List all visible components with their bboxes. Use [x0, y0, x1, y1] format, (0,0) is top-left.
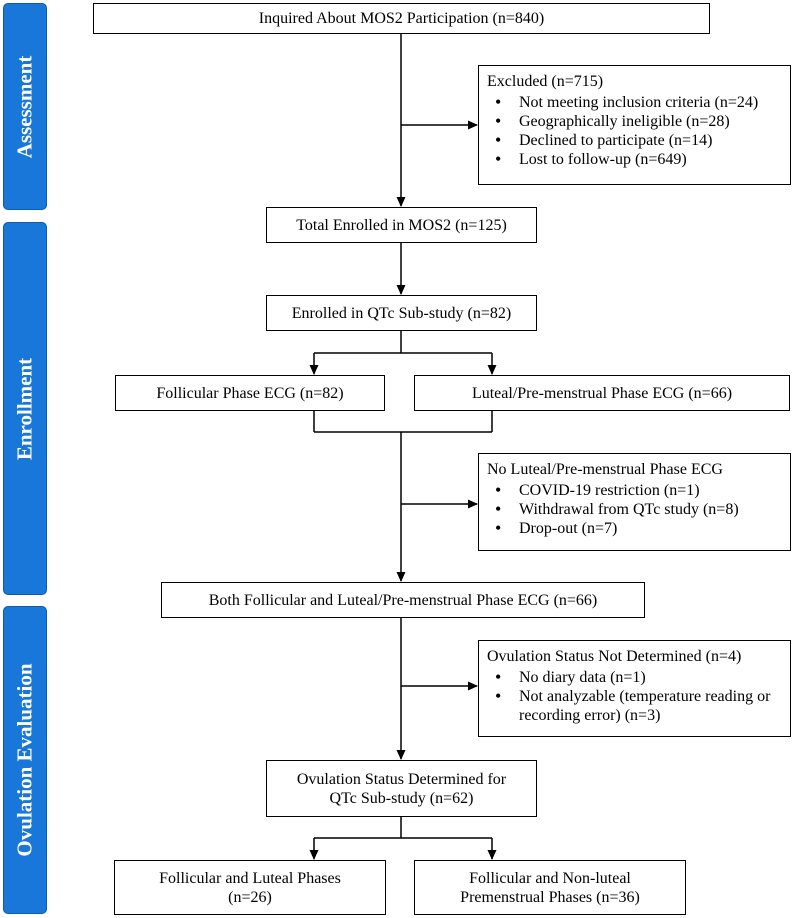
determined-line2: QTc Sub-study (n=62)	[329, 789, 474, 807]
determined-line1: Ovulation Status Determined for	[296, 770, 507, 788]
luteal-ecg-text: Luteal/Pre-menstrual Phase ECG (n=66)	[471, 384, 733, 402]
excluded-box: Excluded (n=715) Not meeting inclusion c…	[478, 65, 791, 185]
inquired-box: Inquired About MOS2 Participation (n=840…	[93, 3, 710, 34]
non-luteal-line2: Premenstrual Phases (n=36)	[460, 888, 640, 906]
no-luteal-box: No Luteal/Pre-menstrual Phase ECG COVID-…	[478, 453, 791, 551]
follicular-ecg-text: Follicular Phase ECG (n=82)	[156, 384, 344, 402]
excluded-list: Not meeting inclusion criteria (n=24) Ge…	[487, 93, 782, 169]
follicular-luteal-box: Follicular and Luteal Phases (n=26)	[114, 860, 386, 915]
list-item: Lost to follow-up (n=649)	[487, 150, 782, 169]
list-item: Geographically ineligible (n=28)	[487, 112, 782, 131]
not-determined-box: Ovulation Status Not Determined (n=4) No…	[478, 640, 791, 737]
inquired-text: Inquired About MOS2 Participation (n=840…	[258, 10, 545, 27]
phase-enrollment: Enrollment	[3, 222, 47, 595]
not-determined-title: Ovulation Status Not Determined (n=4)	[487, 648, 742, 665]
follicular-luteal-line2: (n=26)	[228, 888, 272, 906]
list-item: No diary data (n=1)	[487, 668, 782, 687]
list-item: Drop-out (n=7)	[487, 519, 782, 538]
qtc-enrolled-text: Enrolled in QTc Sub-study (n=82)	[291, 304, 512, 322]
determined-box: Ovulation Status Determined for QTc Sub-…	[266, 760, 537, 817]
list-item: Not meeting inclusion criteria (n=24)	[487, 93, 782, 112]
qtc-enrolled-box: Enrolled in QTc Sub-study (n=82)	[266, 295, 537, 331]
excluded-title: Excluded (n=715)	[487, 73, 604, 90]
non-luteal-line1: Follicular and Non-luteal	[469, 869, 631, 887]
total-enrolled-box: Total Enrolled in MOS2 (n=125)	[266, 207, 537, 243]
both-ecg-box: Both Follicular and Luteal/Pre-menstrual…	[161, 582, 645, 618]
no-luteal-title: No Luteal/Pre-menstrual Phase ECG	[487, 461, 723, 478]
total-enrolled-text: Total Enrolled in MOS2 (n=125)	[296, 216, 507, 234]
list-item: COVID-19 restriction (n=1)	[487, 481, 782, 500]
both-ecg-text: Both Follicular and Luteal/Pre-menstrual…	[208, 591, 598, 609]
phase-ovulation-evaluation: Ovulation Evaluation	[3, 606, 47, 914]
follicular-luteal-line1: Follicular and Luteal Phases	[159, 869, 341, 887]
non-luteal-box: Follicular and Non-luteal Premenstrual P…	[414, 860, 686, 915]
no-luteal-list: COVID-19 restriction (n=1) Withdrawal fr…	[487, 481, 782, 538]
luteal-ecg-box: Luteal/Pre-menstrual Phase ECG (n=66)	[414, 375, 790, 411]
list-item: Not analyzable (temperature reading or r…	[487, 687, 782, 725]
not-determined-list: No diary data (n=1) Not analyzable (temp…	[487, 668, 782, 725]
list-item: Declined to participate (n=14)	[487, 131, 782, 150]
list-item: Withdrawal from QTc study (n=8)	[487, 500, 782, 519]
phase-assessment: Assessment	[3, 3, 47, 210]
follicular-ecg-box: Follicular Phase ECG (n=82)	[115, 375, 385, 411]
